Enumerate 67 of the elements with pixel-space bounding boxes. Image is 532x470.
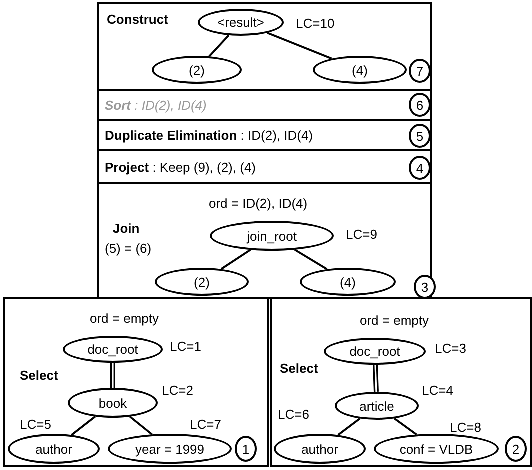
- step-number-circle: [409, 93, 431, 117]
- operator-text: Duplicate Elimination : ID(2), ID(4): [105, 128, 314, 143]
- operator-name: Select: [20, 368, 58, 383]
- step-number-circle: [414, 275, 436, 299]
- operator-panel: [3, 297, 269, 467]
- step-number: 1: [242, 442, 250, 456]
- step-number-circle: [409, 124, 431, 148]
- double-line: [373, 364, 379, 392]
- operator-text: ord = ID(2), ID(4): [209, 196, 308, 211]
- step-number-circle: [409, 59, 431, 83]
- step-number: 2: [512, 442, 520, 456]
- operator-text: ord = empty: [90, 311, 160, 326]
- node-label: (2): [194, 274, 210, 290]
- lc-label: LC=6: [278, 407, 310, 422]
- step-number: 7: [416, 64, 424, 78]
- node-label: join_root: [247, 228, 297, 244]
- lc-label: LC=3: [435, 341, 466, 356]
- node-label: doc_root: [350, 344, 400, 359]
- tree-edge: [294, 249, 328, 270]
- operator-text: ord = empty: [360, 313, 430, 328]
- lc-label: LC=5: [20, 417, 52, 432]
- lc-label: LC=4: [422, 383, 454, 398]
- tree-edge: [267, 32, 332, 60]
- node-label: article: [360, 398, 394, 414]
- operator-panel: [97, 89, 432, 121]
- operator-panel: [97, 119, 432, 151]
- tree-edge: [394, 418, 418, 436]
- node-label: author: [36, 442, 72, 456]
- lc-label: LC=10: [296, 16, 335, 31]
- step-number: 6: [416, 98, 424, 112]
- step-number-circle: [409, 156, 431, 180]
- node-label: <result>: [218, 15, 264, 30]
- node-label: author: [302, 442, 338, 456]
- double-line: [110, 363, 116, 388]
- node-label: year = 1999: [135, 442, 205, 456]
- operator-panel: [270, 297, 532, 467]
- tree-edge: [208, 34, 230, 58]
- operator-name: Select: [280, 361, 318, 376]
- tree-node-ellipse: [8, 434, 100, 464]
- step-number: 3: [421, 280, 429, 294]
- operator-name: Join: [113, 221, 140, 236]
- node-label: (4): [352, 62, 368, 78]
- tree-edge: [71, 416, 96, 436]
- node-label: doc_root: [88, 342, 138, 357]
- lc-label: LC=8: [450, 420, 482, 435]
- tree-edge: [220, 249, 252, 270]
- node-label: conf = VLDB: [400, 442, 474, 456]
- step-number-circle: [235, 436, 257, 462]
- step-number: 5: [416, 128, 424, 144]
- lc-label: LC=9: [346, 227, 378, 242]
- tree-edge: [338, 418, 361, 436]
- operator-panel: [97, 149, 432, 184]
- operator-text: Project : Keep (9), (2), (4): [105, 160, 256, 175]
- node-label: (2): [189, 62, 205, 78]
- operator-text: Sort : ID(2), ID(4): [105, 98, 207, 113]
- lc-label: LC=2: [162, 383, 194, 398]
- step-number-circle: [505, 436, 527, 462]
- node-label: (4): [340, 274, 356, 290]
- operator-text: (5) = (6): [105, 241, 152, 256]
- operator-panel: [97, 2, 432, 91]
- lc-label: LC=1: [170, 339, 202, 354]
- tree-node-ellipse: [274, 434, 366, 464]
- operator-name: Construct: [107, 12, 168, 27]
- tree-edge: [130, 416, 153, 436]
- step-number: 4: [416, 160, 424, 176]
- node-label: book: [98, 396, 128, 410]
- lc-label: LC=7: [190, 417, 222, 432]
